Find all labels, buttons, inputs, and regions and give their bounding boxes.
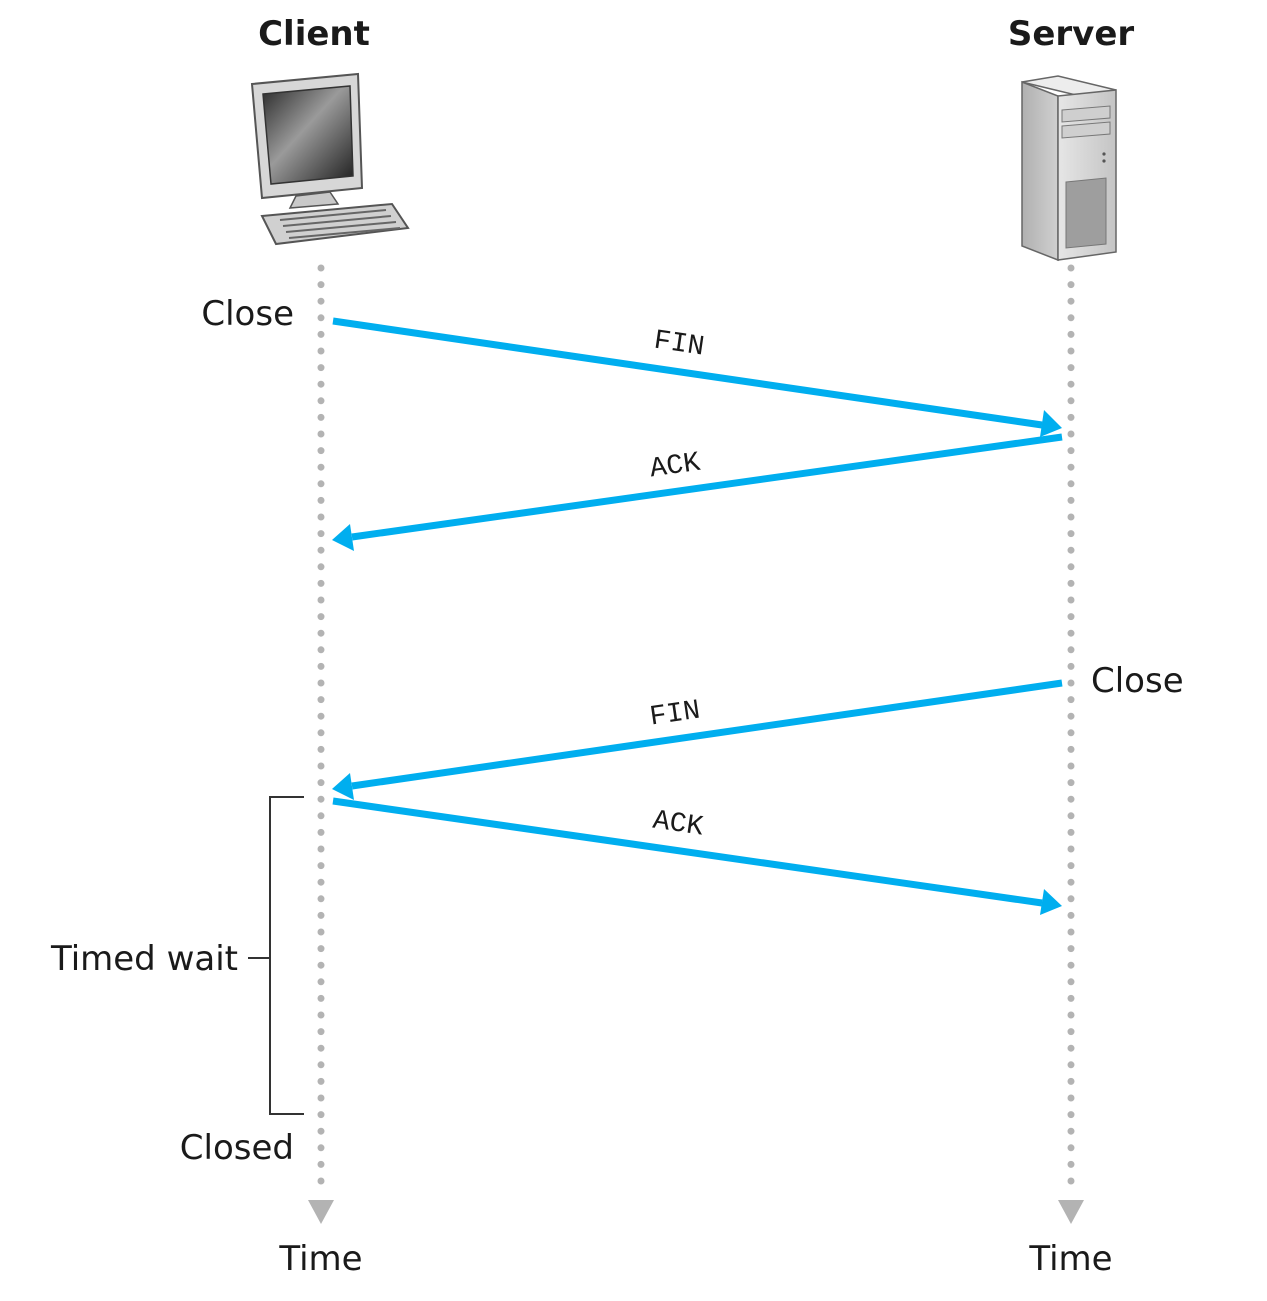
message-label: ACK: [651, 806, 706, 844]
message-arrow-ack-1: [332, 433, 1063, 551]
message-arrow-fin-1: [332, 317, 1062, 437]
server-tower-icon: [1021, 75, 1117, 262]
server-title: Server: [1008, 14, 1135, 54]
server-close-label: Close: [1091, 661, 1184, 701]
timed-wait-label: Timed wait: [50, 939, 238, 979]
client-computer-icon: [250, 72, 410, 246]
timed-wait-bracket: [269, 796, 304, 1115]
client-time-arrowhead: [308, 1200, 334, 1224]
message-arrow-fin-2: [332, 679, 1063, 800]
server-time-label: Time: [1028, 1239, 1112, 1279]
message-label: ACK: [648, 448, 702, 486]
message-arrow-ack-2: [332, 797, 1062, 915]
closed-label: Closed: [180, 1128, 294, 1168]
client-time-label: Time: [278, 1239, 362, 1279]
client-close-label: Close: [201, 294, 294, 334]
message-label: FIN: [652, 326, 706, 364]
server-time-arrowhead: [1058, 1200, 1084, 1224]
message-label: FIN: [648, 696, 702, 734]
client-title: Client: [258, 14, 370, 54]
